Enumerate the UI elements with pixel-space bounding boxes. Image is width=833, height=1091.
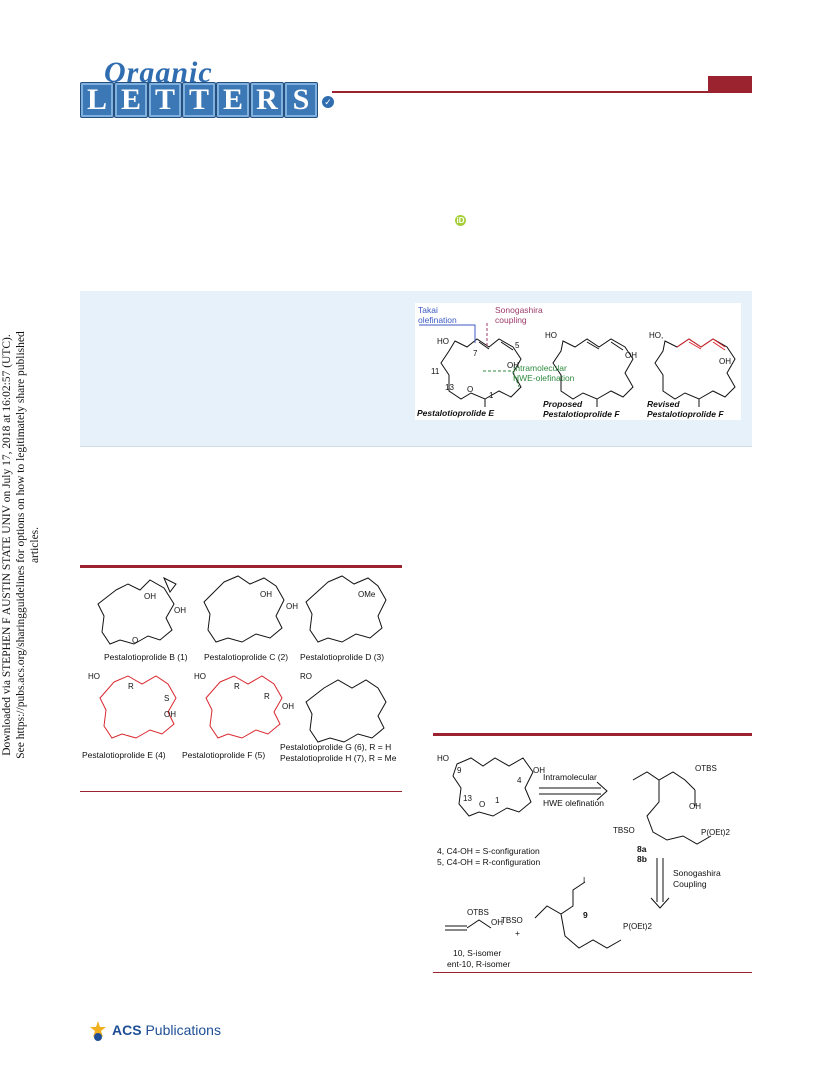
atom-label: 1	[495, 796, 500, 805]
logo-letter: S	[284, 82, 318, 118]
atom-label: HO	[545, 331, 557, 340]
compound-number: 9	[583, 910, 588, 920]
logo-letter: T	[182, 82, 216, 118]
atom-label: OTBS	[467, 908, 489, 917]
atom-label: 13	[445, 383, 454, 392]
logo-letter: E	[216, 82, 250, 118]
plus-sign: +	[515, 928, 520, 938]
configuration-note: 4, C4-OH = S-configuration	[437, 846, 540, 856]
compound-name: Pestalotioprolide E	[417, 408, 494, 418]
figure-caption: Pestalotioprolide H (7), R = Me	[280, 753, 397, 763]
compound-number: ent-10, R-isomer	[447, 959, 511, 969]
atom-label: 4	[517, 776, 522, 785]
atom-label: R	[264, 692, 270, 701]
atom-label: 7	[473, 349, 478, 358]
atom-label: RO	[300, 672, 312, 681]
configuration-note: 5, C4-OH = R-configuration	[437, 857, 541, 867]
atom-label: OH	[533, 766, 545, 775]
atom-label: OH	[144, 592, 156, 601]
step-label: Sonogashira	[673, 868, 721, 878]
atom-label: OH	[719, 357, 731, 366]
atom-label: OMe	[358, 590, 376, 599]
figure-caption: Pestalotioprolide D (3)	[300, 652, 385, 662]
atom-label: 11	[431, 367, 440, 376]
figure-caption: Pestalotioprolide G (6), R = H	[280, 742, 392, 752]
figure-rule-top	[80, 565, 402, 568]
atom-label: OH	[625, 351, 637, 360]
atom-label: R	[234, 682, 240, 691]
figure-rule-bottom	[80, 791, 402, 792]
figure-caption: Pestalotioprolide E (4)	[82, 750, 166, 760]
scheme-rule-top	[433, 733, 752, 736]
atom-label: 5	[515, 341, 520, 350]
atom-label: OH	[286, 602, 298, 611]
atom-label: R	[128, 682, 134, 691]
atom-label: OH	[260, 590, 272, 599]
atom-label: HO	[194, 672, 206, 681]
figure-1: OH OH O OH OH OMe Pestalotioprolide B (1…	[80, 570, 402, 788]
header-tab	[708, 76, 752, 93]
acs-publications-logo[interactable]: ACS Publications	[112, 1022, 221, 1038]
atom-label: O	[467, 385, 474, 394]
atom-label: 1	[489, 391, 494, 400]
compound-number: 8b	[637, 854, 647, 864]
atom-label: OTBS	[695, 764, 717, 773]
figure-caption: Pestalotioprolide F (5)	[182, 750, 266, 760]
atom-label: HO,	[649, 331, 664, 340]
atom-label: HO	[437, 337, 449, 346]
step-label: HWE olefination	[543, 798, 604, 808]
compound-number: 10, S-isomer	[453, 948, 502, 958]
atom-label: S	[164, 694, 170, 703]
atom-label: TBSO	[613, 826, 635, 835]
atom-label: I	[583, 876, 586, 885]
atom-label: HO	[88, 672, 100, 681]
atom-label: OH	[174, 606, 186, 615]
atom-label: OH	[491, 918, 503, 927]
atom-label: OH	[689, 802, 701, 811]
step-label: Intramolecular	[543, 772, 597, 782]
abstract-divider	[80, 446, 752, 447]
scheme-1-structures	[445, 757, 712, 949]
atom-label: P(OEt)2	[623, 922, 652, 931]
header-rule	[332, 91, 752, 93]
atom-label: 13	[463, 794, 472, 803]
toc-structures	[419, 323, 736, 407]
figure-1-structures	[97, 575, 387, 743]
atom-label: OH	[507, 361, 519, 370]
check-icon: ✓	[322, 96, 334, 108]
logo-letter: R	[250, 82, 284, 118]
atom-label: HO	[437, 754, 449, 763]
atom-label: 9	[457, 766, 462, 775]
atom-label: OH	[164, 710, 176, 719]
atom-label: OH	[282, 702, 294, 711]
orcid-icon[interactable]: iD	[455, 215, 466, 226]
journal-logo: L E T T E R S	[80, 82, 330, 120]
figure-caption: Pestalotioprolide B (1)	[104, 652, 188, 662]
atom-label: O	[132, 636, 139, 645]
acs-logo-icon	[90, 1021, 106, 1041]
atom-label: TBSO	[501, 916, 523, 925]
step-label: Coupling	[673, 879, 707, 889]
atom-label: O	[479, 800, 486, 809]
compound-number: 8a	[637, 844, 647, 854]
logo-letter: T	[148, 82, 182, 118]
logo-letter: L	[80, 82, 114, 118]
atom-label: P(OEt)2	[701, 828, 730, 837]
download-notice: Downloaded via STEPHEN F AUSTIN STATE UN…	[1, 331, 41, 759]
scheme-rule-bottom	[433, 972, 752, 973]
logo-letter: E	[114, 82, 148, 118]
scheme-1: HO 9 OH 4 13 1 O Intramolecular HWE olef…	[433, 740, 752, 970]
figure-caption: Pestalotioprolide C (2)	[204, 652, 289, 662]
